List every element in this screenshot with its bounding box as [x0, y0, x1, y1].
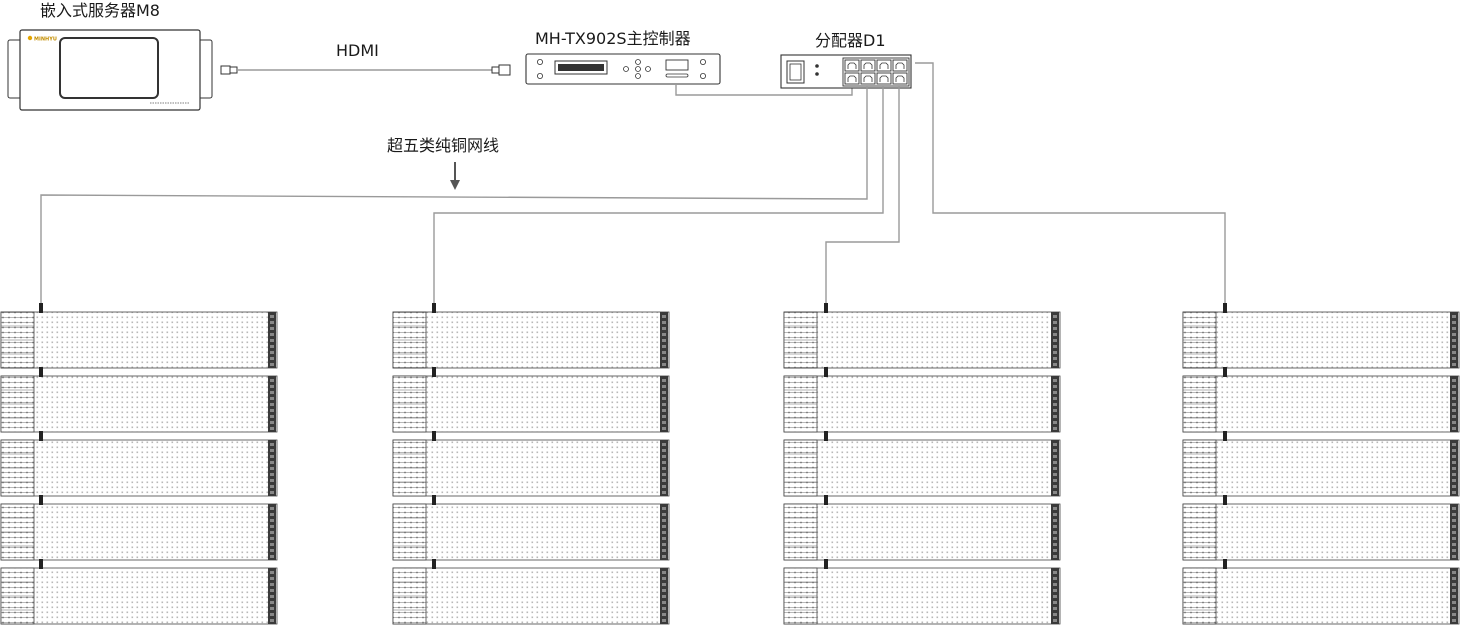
led-panel — [783, 303, 1061, 369]
ethernet-port — [860, 59, 876, 72]
panel-connector — [39, 367, 43, 377]
distributor-port-grid — [842, 57, 910, 87]
distributor-label: 分配器D1 — [815, 31, 886, 50]
panel-connector — [432, 495, 436, 505]
cable-to-column-4 — [915, 62, 1226, 304]
panel-connector — [39, 303, 43, 313]
led-panel — [0, 303, 278, 369]
led-panel — [0, 495, 278, 561]
led-panel — [392, 367, 670, 433]
ethernet-port — [876, 72, 892, 85]
panel-connector — [824, 495, 828, 505]
panel-connector — [1223, 559, 1227, 569]
led-panel — [392, 559, 670, 625]
cable-to-column-2 — [433, 86, 884, 304]
led-panel-array — [0, 303, 1460, 625]
panel-connector — [824, 431, 828, 441]
panel-connector — [432, 367, 436, 377]
panel-connector — [432, 559, 436, 569]
led-panel — [1182, 431, 1460, 497]
ethernet-port — [860, 72, 876, 85]
panel-connector — [824, 303, 828, 313]
led-panel — [783, 431, 1061, 497]
led-panel — [0, 367, 278, 433]
down-arrow-icon — [450, 162, 460, 190]
cable-label: 超五类纯铜网线 — [387, 136, 500, 155]
main-controller — [525, 53, 721, 85]
panel-connector — [39, 431, 43, 441]
server-label: 嵌入式服务器M8 — [40, 1, 160, 20]
panel-connector — [432, 431, 436, 441]
ethernet-port — [876, 59, 892, 72]
panel-connector — [824, 367, 828, 377]
ethernet-cables — [40, 62, 1226, 304]
led-panel — [1182, 367, 1460, 433]
hdmi-cable — [220, 64, 511, 76]
panel-connector — [39, 559, 43, 569]
led-panel — [392, 431, 670, 497]
led-panel — [392, 495, 670, 561]
panel-connector — [1223, 431, 1227, 441]
embedded-server: MINHYU — [7, 29, 213, 111]
led-panel — [1182, 559, 1460, 625]
led-panel — [783, 559, 1061, 625]
led-panel — [392, 303, 670, 369]
ethernet-port — [844, 59, 860, 72]
server-logo: MINHYU — [34, 37, 57, 43]
led-panel — [783, 495, 1061, 561]
led-panel — [1182, 495, 1460, 561]
panel-connector — [1223, 367, 1227, 377]
ethernet-port — [892, 72, 908, 85]
distributor — [780, 54, 912, 89]
panel-connector — [824, 559, 828, 569]
panel-connector — [1223, 303, 1227, 313]
panel-connector — [39, 495, 43, 505]
hdmi-label: HDMI — [336, 41, 379, 60]
logo-icon — [27, 35, 33, 41]
panel-connector — [1223, 495, 1227, 505]
panel-connector — [432, 303, 436, 313]
ethernet-port — [844, 72, 860, 85]
controller-label: MH-TX902S主控制器 — [535, 29, 691, 48]
led-panel — [783, 367, 1061, 433]
ethernet-port — [892, 59, 908, 72]
led-panel — [1182, 303, 1460, 369]
led-panel — [0, 431, 278, 497]
cable-to-column-1 — [40, 86, 868, 304]
led-panel — [0, 559, 278, 625]
cable-to-column-3 — [825, 86, 900, 304]
